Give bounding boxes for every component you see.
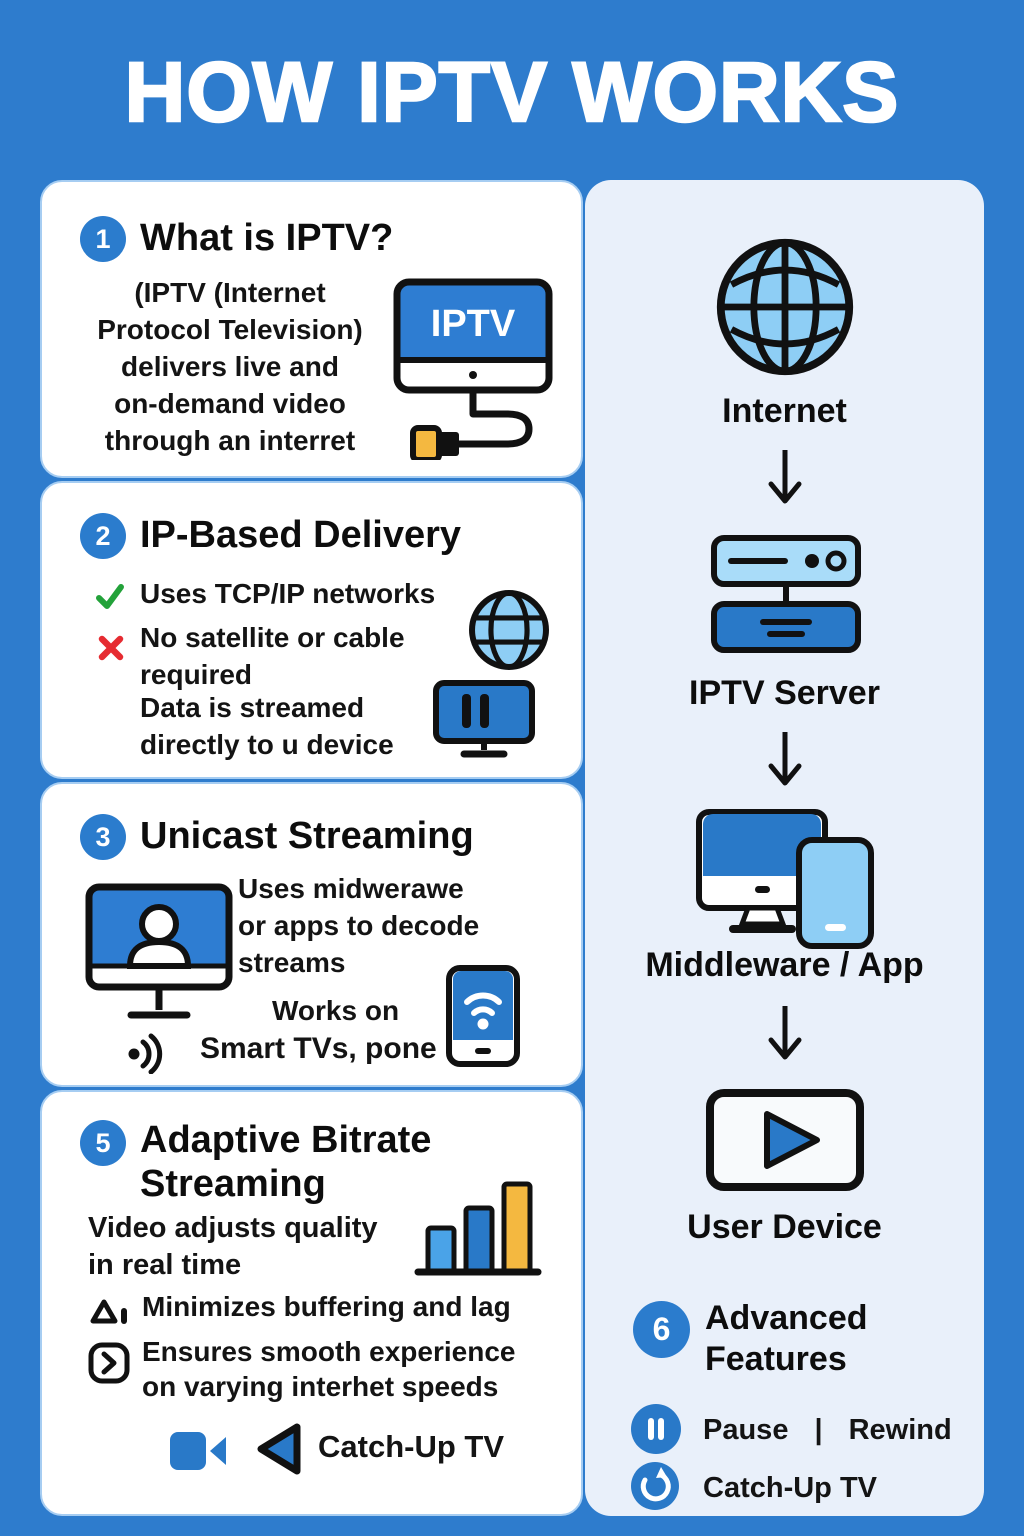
bar-chart-icon (414, 1176, 542, 1278)
flow-label-server: IPTV Server (689, 674, 880, 712)
section-number-badge: 3 (80, 814, 126, 860)
advanced-row-catchup: Catch-Up TV (703, 1472, 877, 1504)
bullet-text: No satellite or cable required (140, 622, 405, 690)
section-number: 5 (95, 1127, 111, 1158)
broadcast-icon (126, 1032, 168, 1074)
section-heading: Unicast Streaming (140, 815, 474, 857)
arrow-down-icon (763, 1004, 807, 1064)
section-number-badge: 5 (80, 1120, 126, 1166)
bullet-text: Ensures smooth experience on varying int… (142, 1336, 516, 1402)
section-heading: What is IPTV? (140, 217, 394, 259)
internet-globe-icon (712, 234, 858, 380)
rewind-triangle-icon (250, 1420, 308, 1478)
flow-label-internet: Internet (722, 392, 847, 430)
section-what-is-iptv: 1 What is IPTV? (IPTV (Internet Protocol… (40, 180, 583, 478)
advanced-features-heading: Advanced Features (705, 1299, 868, 1378)
section-body: Uses midwerawe or apps to decode streams (238, 873, 480, 978)
section-number: 2 (95, 520, 111, 551)
video-player-icon (705, 1088, 865, 1192)
devices-label: Smart TVs, pone (200, 1032, 437, 1065)
section-number-badge: 1 (80, 216, 126, 262)
phone-wifi-icon (445, 964, 521, 1068)
section-heading: Adaptive Bitrate Streaming (140, 1119, 432, 1205)
svg-text:IPTV: IPTV (431, 303, 516, 345)
bullet-text: Minimizes buffering and lag (142, 1291, 511, 1322)
check-icon (94, 581, 126, 613)
section-body: (IPTV (Internet Protocol Television) del… (97, 277, 363, 456)
cross-icon (96, 633, 126, 663)
catch-up-tv-label: Catch-Up TV (318, 1429, 504, 1464)
section-number: 6 (652, 1311, 671, 1347)
section-heading: IP-Based Delivery (140, 514, 462, 556)
tv-pause-icon (432, 679, 536, 759)
section-number-badge: 6 (633, 1301, 690, 1358)
forward-icon (86, 1340, 132, 1386)
advanced-row-pause-rewind: Pause | Rewind (703, 1414, 952, 1446)
section-number: 1 (95, 223, 111, 254)
page-title: HOW IPTV WORKS (123, 44, 900, 141)
globe-icon (466, 587, 552, 673)
iptv-server-icon (711, 535, 861, 653)
section-ip-based-delivery: 2 IP-Based Delivery Uses TCP/IP networks… (40, 481, 583, 779)
arrow-down-icon (763, 730, 807, 790)
bullet-text: Uses TCP/IP networks (140, 578, 436, 609)
flow-panel: Internet IPTV Server (585, 180, 984, 1516)
catch-up-circle-icon (631, 1462, 679, 1510)
section-unicast-streaming: 3 Unicast Streaming Uses midwerawe or ap… (40, 782, 583, 1087)
flow-label-device: User Device (687, 1208, 882, 1246)
middleware-devices-icon (695, 808, 875, 950)
iptv-monitor-plug-icon: IPTV (387, 274, 559, 460)
pause-circle-icon (631, 1404, 681, 1454)
section-adaptive-bitrate: 5 Adaptive Bitrate Streaming Video adjus… (40, 1090, 583, 1516)
arrow-down-icon (763, 448, 807, 508)
tv-person-icon (84, 882, 234, 1022)
bullet-text: Data is streamed directly to u device (140, 692, 394, 760)
video-camera-icon (168, 1424, 230, 1476)
section-number-badge: 2 (80, 513, 126, 559)
works-on-label: Works on (272, 995, 400, 1026)
section-number: 3 (95, 821, 111, 852)
section-body: Video adjusts quality in real time (88, 1212, 378, 1281)
signal-triangle-icon (88, 1294, 134, 1330)
flow-label-middleware: Middleware / App (645, 946, 924, 984)
